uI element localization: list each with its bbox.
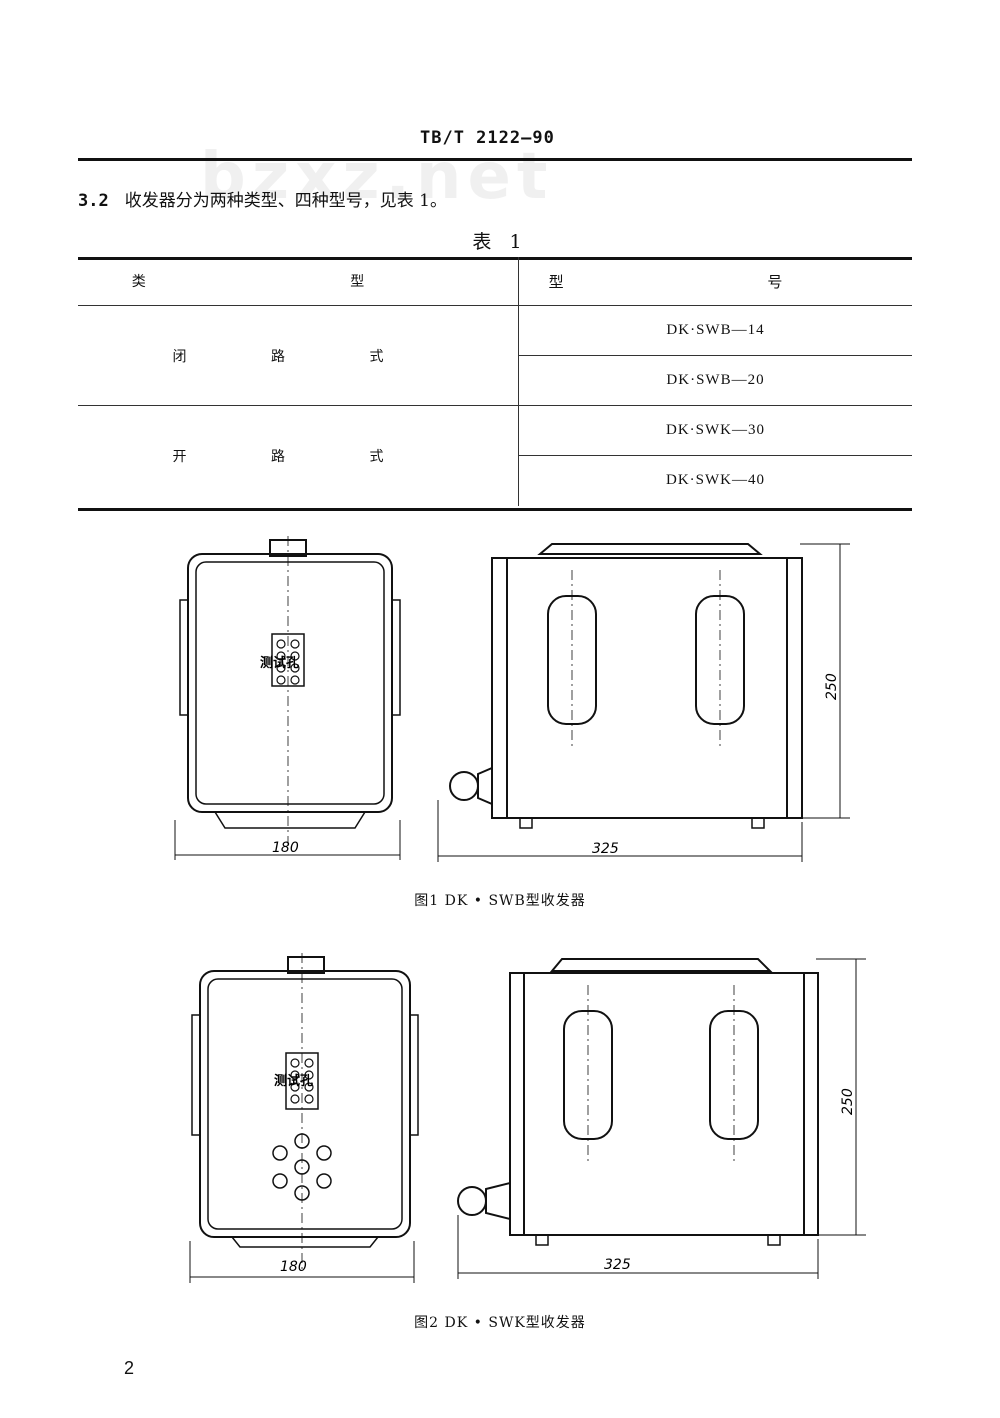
header-type: 类 型 <box>78 257 519 306</box>
test-hole-panel <box>285 1052 319 1110</box>
side-housing <box>509 972 819 1236</box>
type-cell: 闭 路 式 <box>78 305 519 406</box>
handle <box>549 958 773 972</box>
figure1-drawing: 测试孔 180 325 250 <box>174 536 850 862</box>
figure2-caption: 图2 DK • SWK型收发器 <box>414 1315 586 1331</box>
connector-cap <box>449 771 479 801</box>
test-hole-panel <box>271 633 305 687</box>
dim-width: 180 <box>280 1259 307 1275</box>
figure2-drawing: 测试孔 180 325 250 <box>189 953 866 1283</box>
model-cell: DK·SWK—40 <box>666 472 765 489</box>
front-housing <box>199 970 411 1238</box>
model-cell: DK·SWB—14 <box>518 305 912 356</box>
model-cell: DK·SWB—20 <box>518 355 912 406</box>
table-row: DK·SWK—40 <box>78 456 912 506</box>
watermark: bzxz.net <box>200 140 554 214</box>
connector-cap <box>457 1186 487 1216</box>
dim-height: 250 <box>840 1088 856 1115</box>
front-view <box>174 536 401 860</box>
table-row: 开 路 式 DK·SWK—30 <box>78 405 912 506</box>
table-header-row: 类 型 型 号 <box>78 257 912 306</box>
clause-3-2: 3.2 收发器分为两种类型、四种型号，见表 1。 <box>78 186 447 211</box>
header-model: 型 号 <box>518 257 912 306</box>
dim-length: 325 <box>604 1257 631 1273</box>
table-row: 闭 路 式 DK·SWB—14 <box>78 305 912 406</box>
front-view <box>189 953 419 1283</box>
dim-length: 325 <box>592 841 619 857</box>
side-view <box>437 543 850 862</box>
test-hole-label: 测试孔 <box>274 1073 313 1089</box>
handle <box>537 543 763 555</box>
test-hole-label: 测试孔 <box>260 655 299 671</box>
clause-number: 3.2 <box>78 191 109 211</box>
table-row: DK·SWB—20 <box>78 355 912 406</box>
model-cell: DK·SWK—30 <box>518 405 912 456</box>
figure1-caption: 图1 DK • SWB型收发器 <box>414 893 586 909</box>
spec-table: 类 型 型 号 闭 路 式 DK·SWB—14 DK·SWB—20 开 路 式 … <box>78 257 912 506</box>
page-number: 2 <box>124 1358 135 1378</box>
standard-code: TB/T 2122—90 <box>420 128 555 148</box>
socket-array <box>272 1133 332 1201</box>
dim-width: 180 <box>272 840 299 856</box>
top-connector <box>287 956 325 974</box>
side-housing <box>491 557 803 819</box>
type-cell: 开 路 式 <box>78 405 519 506</box>
table-bottom-rule <box>78 508 912 511</box>
front-housing <box>187 553 393 813</box>
table-caption: 表 1 <box>472 231 528 253</box>
header-rule <box>78 158 912 161</box>
side-view <box>457 958 866 1279</box>
dim-height: 250 <box>824 673 840 700</box>
clause-text: 收发器分为两种类型、四种型号，见表 1。 <box>124 191 447 211</box>
